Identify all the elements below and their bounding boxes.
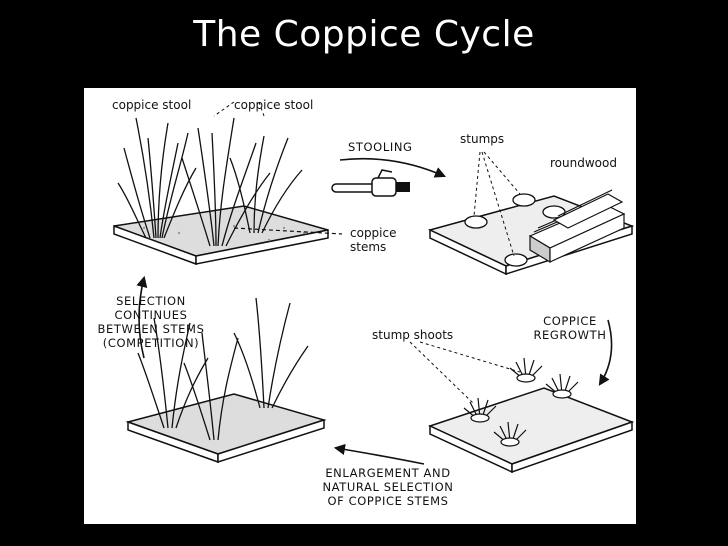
label-stump-shoots: stump shoots: [372, 328, 454, 342]
label-selection-1: SELECTION: [116, 294, 186, 308]
diagram-illustration: [113, 101, 635, 474]
stooling-arrow: [331, 157, 447, 197]
label-enlargement-3: OF COPPICE STEMS: [327, 494, 449, 508]
label-regrowth-1: COPPICE: [543, 314, 597, 328]
stage-competition: [125, 297, 327, 464]
label-stumps: stumps: [460, 132, 505, 146]
coppice-cycle-diagram: coppice stool coppice stool STOOLING stu…: [84, 88, 636, 524]
label-coppice-stems-2: stems: [350, 240, 387, 254]
selection-arrow: [136, 275, 148, 359]
regrowth-arrow: [598, 319, 613, 386]
slide-title: The Coppice Cycle: [193, 14, 535, 55]
label-selection-4: (COMPETITION): [102, 336, 200, 350]
label-enlargement-2: NATURAL SELECTION: [322, 480, 454, 494]
roundwood-pile: [528, 189, 626, 264]
label-roundwood: roundwood: [550, 156, 617, 170]
stage-stump-shoots: [409, 341, 635, 474]
label-selection-3: BETWEEN STEMS: [97, 322, 205, 336]
label-coppice-stems-1: coppice: [350, 226, 397, 240]
stage-stumps: [427, 151, 635, 276]
label-enlargement-1: ENLARGEMENT AND: [325, 466, 451, 480]
stage-coppice-stools: [113, 101, 343, 266]
label-selection-2: CONTINUES: [114, 308, 188, 322]
label-stooling: STOOLING: [348, 140, 413, 154]
label-coppice-stool-2: coppice stool: [234, 98, 314, 112]
chainsaw-icon: [331, 169, 410, 197]
enlargement-arrow: [333, 443, 425, 465]
label-coppice-stool-1: coppice stool: [112, 98, 192, 112]
label-regrowth-2: REGROWTH: [533, 328, 607, 342]
